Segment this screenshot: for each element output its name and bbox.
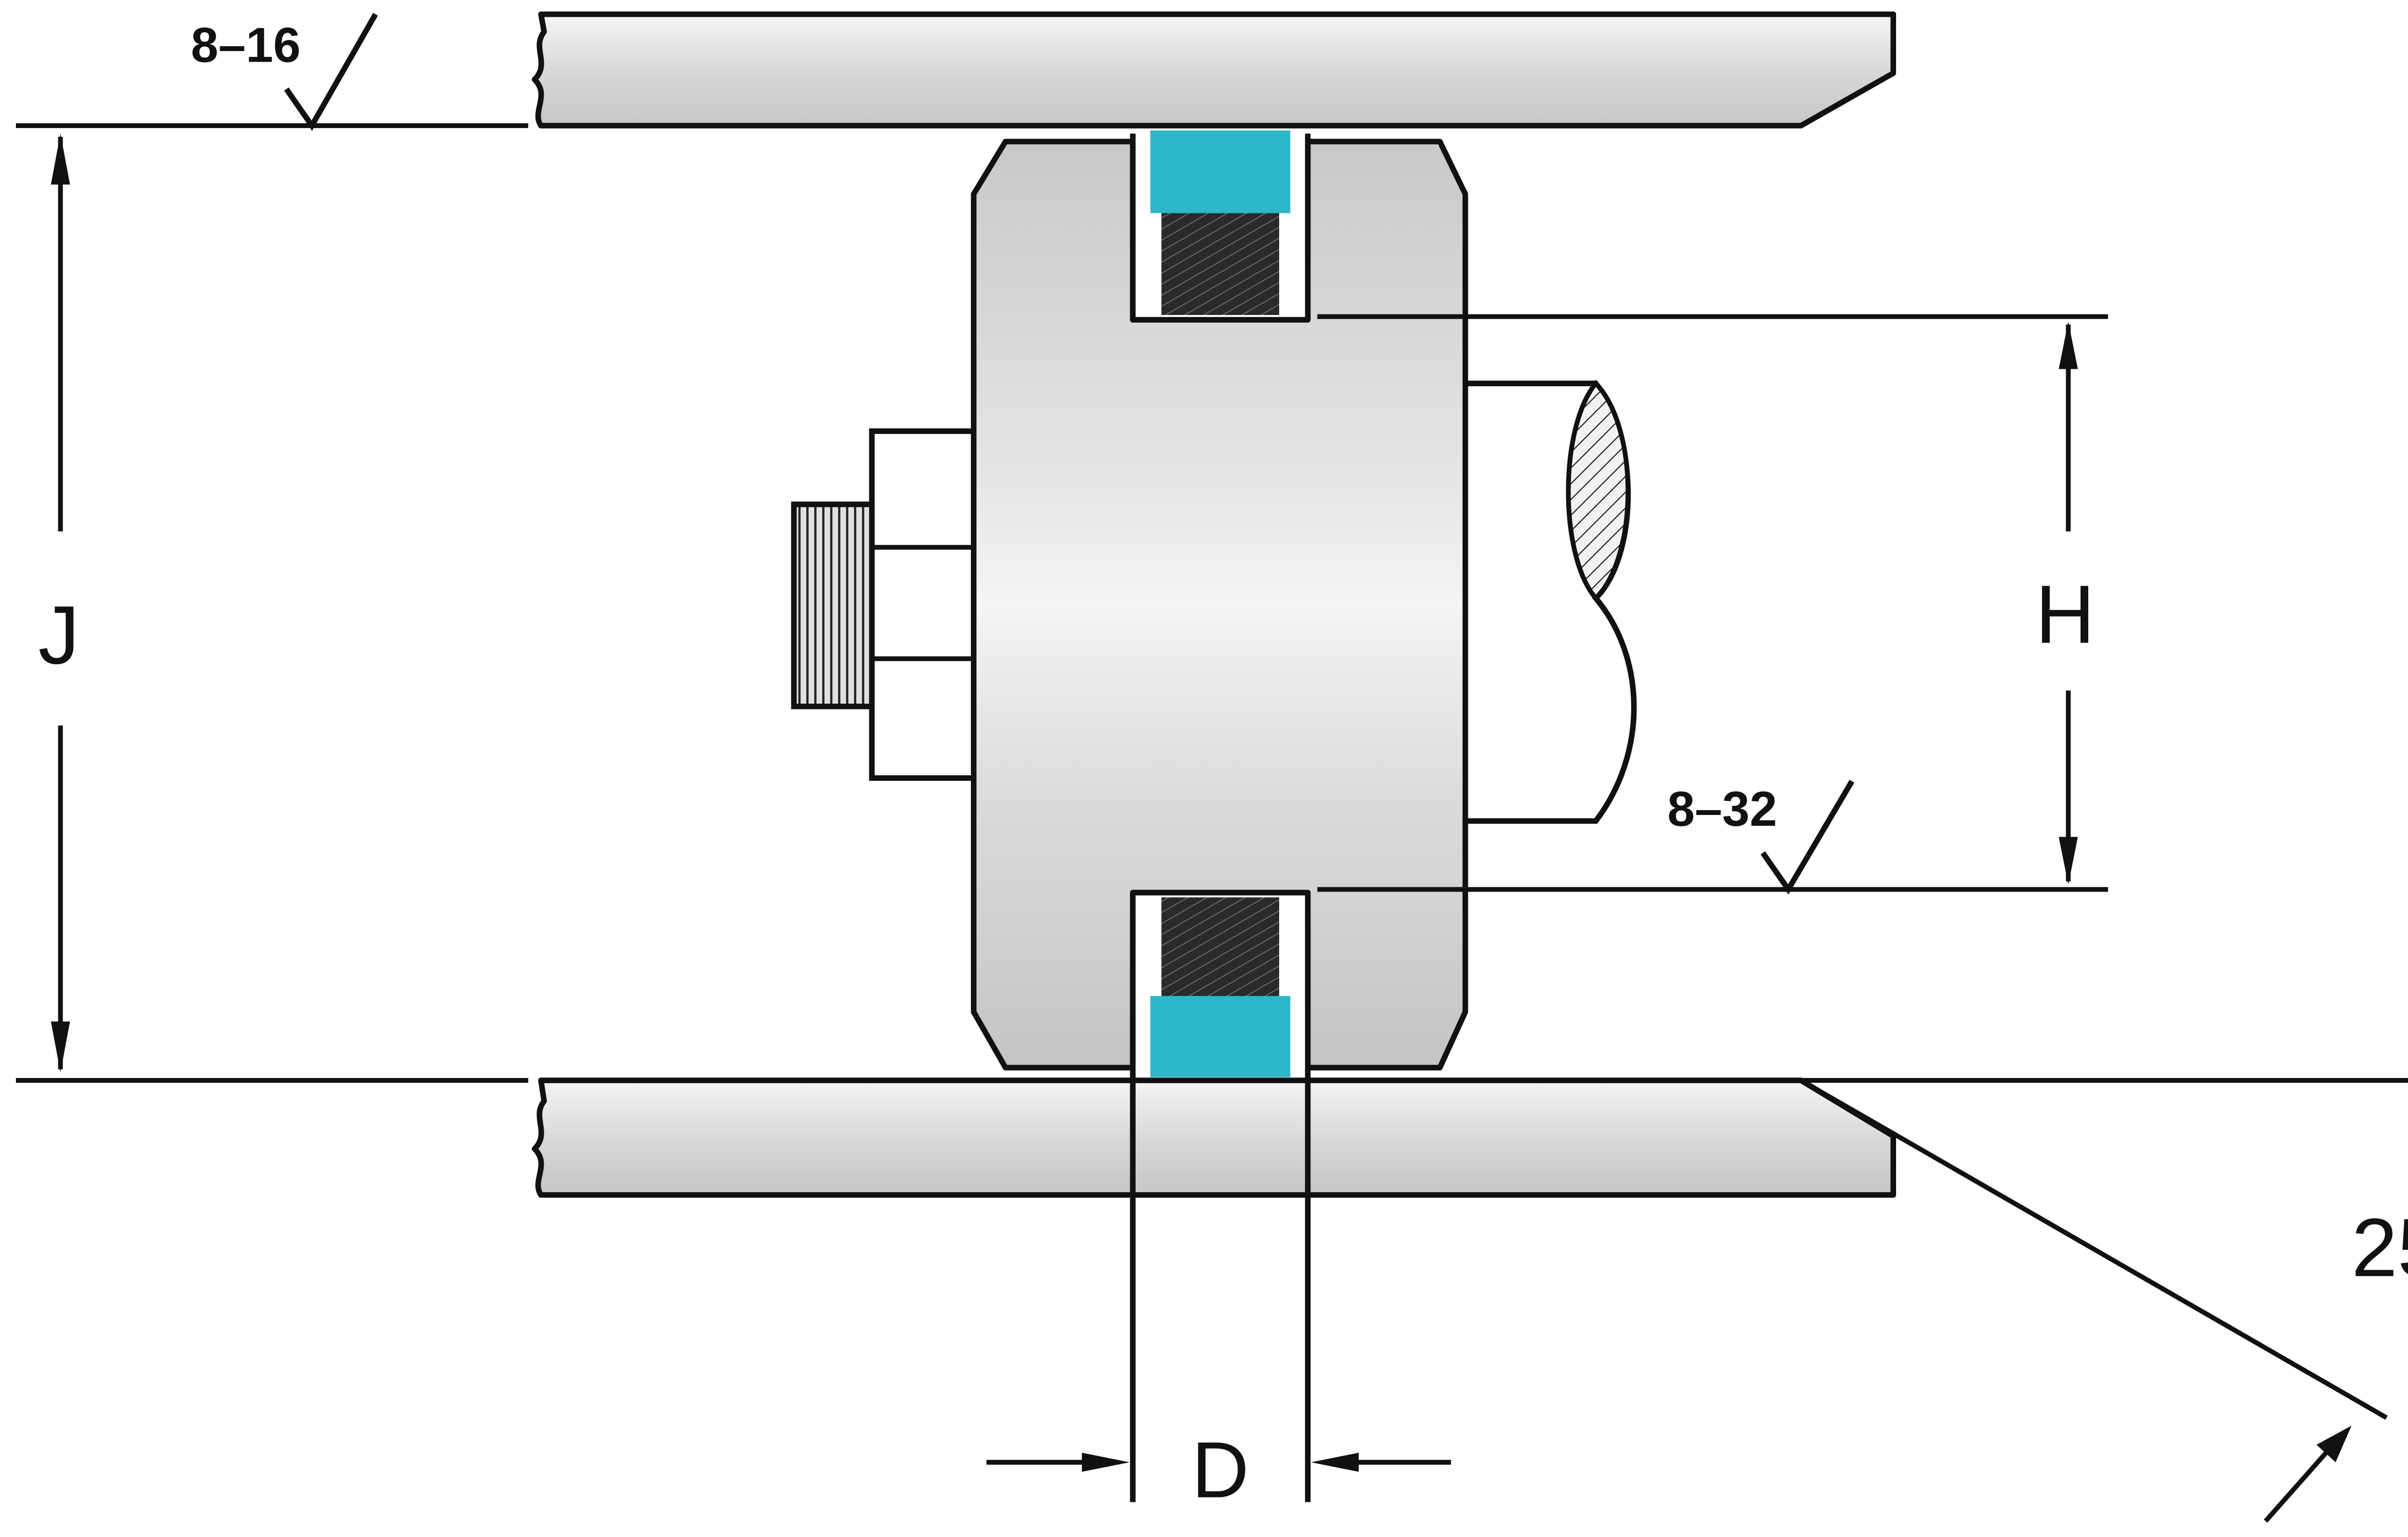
finish-symbol-rod: 8–32 xyxy=(1667,779,1855,895)
bottom-wear-ring xyxy=(1150,996,1291,1077)
dimension-j: J xyxy=(38,133,79,1073)
dim-d-label: D xyxy=(1191,1426,1249,1515)
finish-symbol-top: 8–16 xyxy=(191,13,378,131)
top-seal-energizer xyxy=(1161,213,1280,315)
finish-rod-label: 8–32 xyxy=(1667,781,1777,836)
bottom-seal-groove xyxy=(1130,890,1311,1502)
bottom-seal-energizer xyxy=(1161,897,1280,996)
angle-label: 25° xyxy=(2352,1201,2408,1294)
top-seal-groove xyxy=(1130,130,1311,323)
dim-j-label: J xyxy=(38,589,79,681)
piston-rod xyxy=(1461,380,1637,824)
top-wear-ring xyxy=(1150,130,1291,213)
dimension-h: H xyxy=(1317,314,2108,892)
top-bore-wall xyxy=(532,11,1897,129)
chamfer-angle-dimension: 25° xyxy=(1800,1078,2408,1523)
dimension-d: D xyxy=(986,1426,1451,1515)
dim-h-label: H xyxy=(2035,568,2095,661)
finish-top-label: 8–16 xyxy=(191,17,301,73)
bottom-bore-wall xyxy=(532,1077,1897,1198)
lock-nut xyxy=(869,428,977,781)
rod-section-hatch xyxy=(1566,380,1631,602)
threaded-stud xyxy=(791,501,875,709)
